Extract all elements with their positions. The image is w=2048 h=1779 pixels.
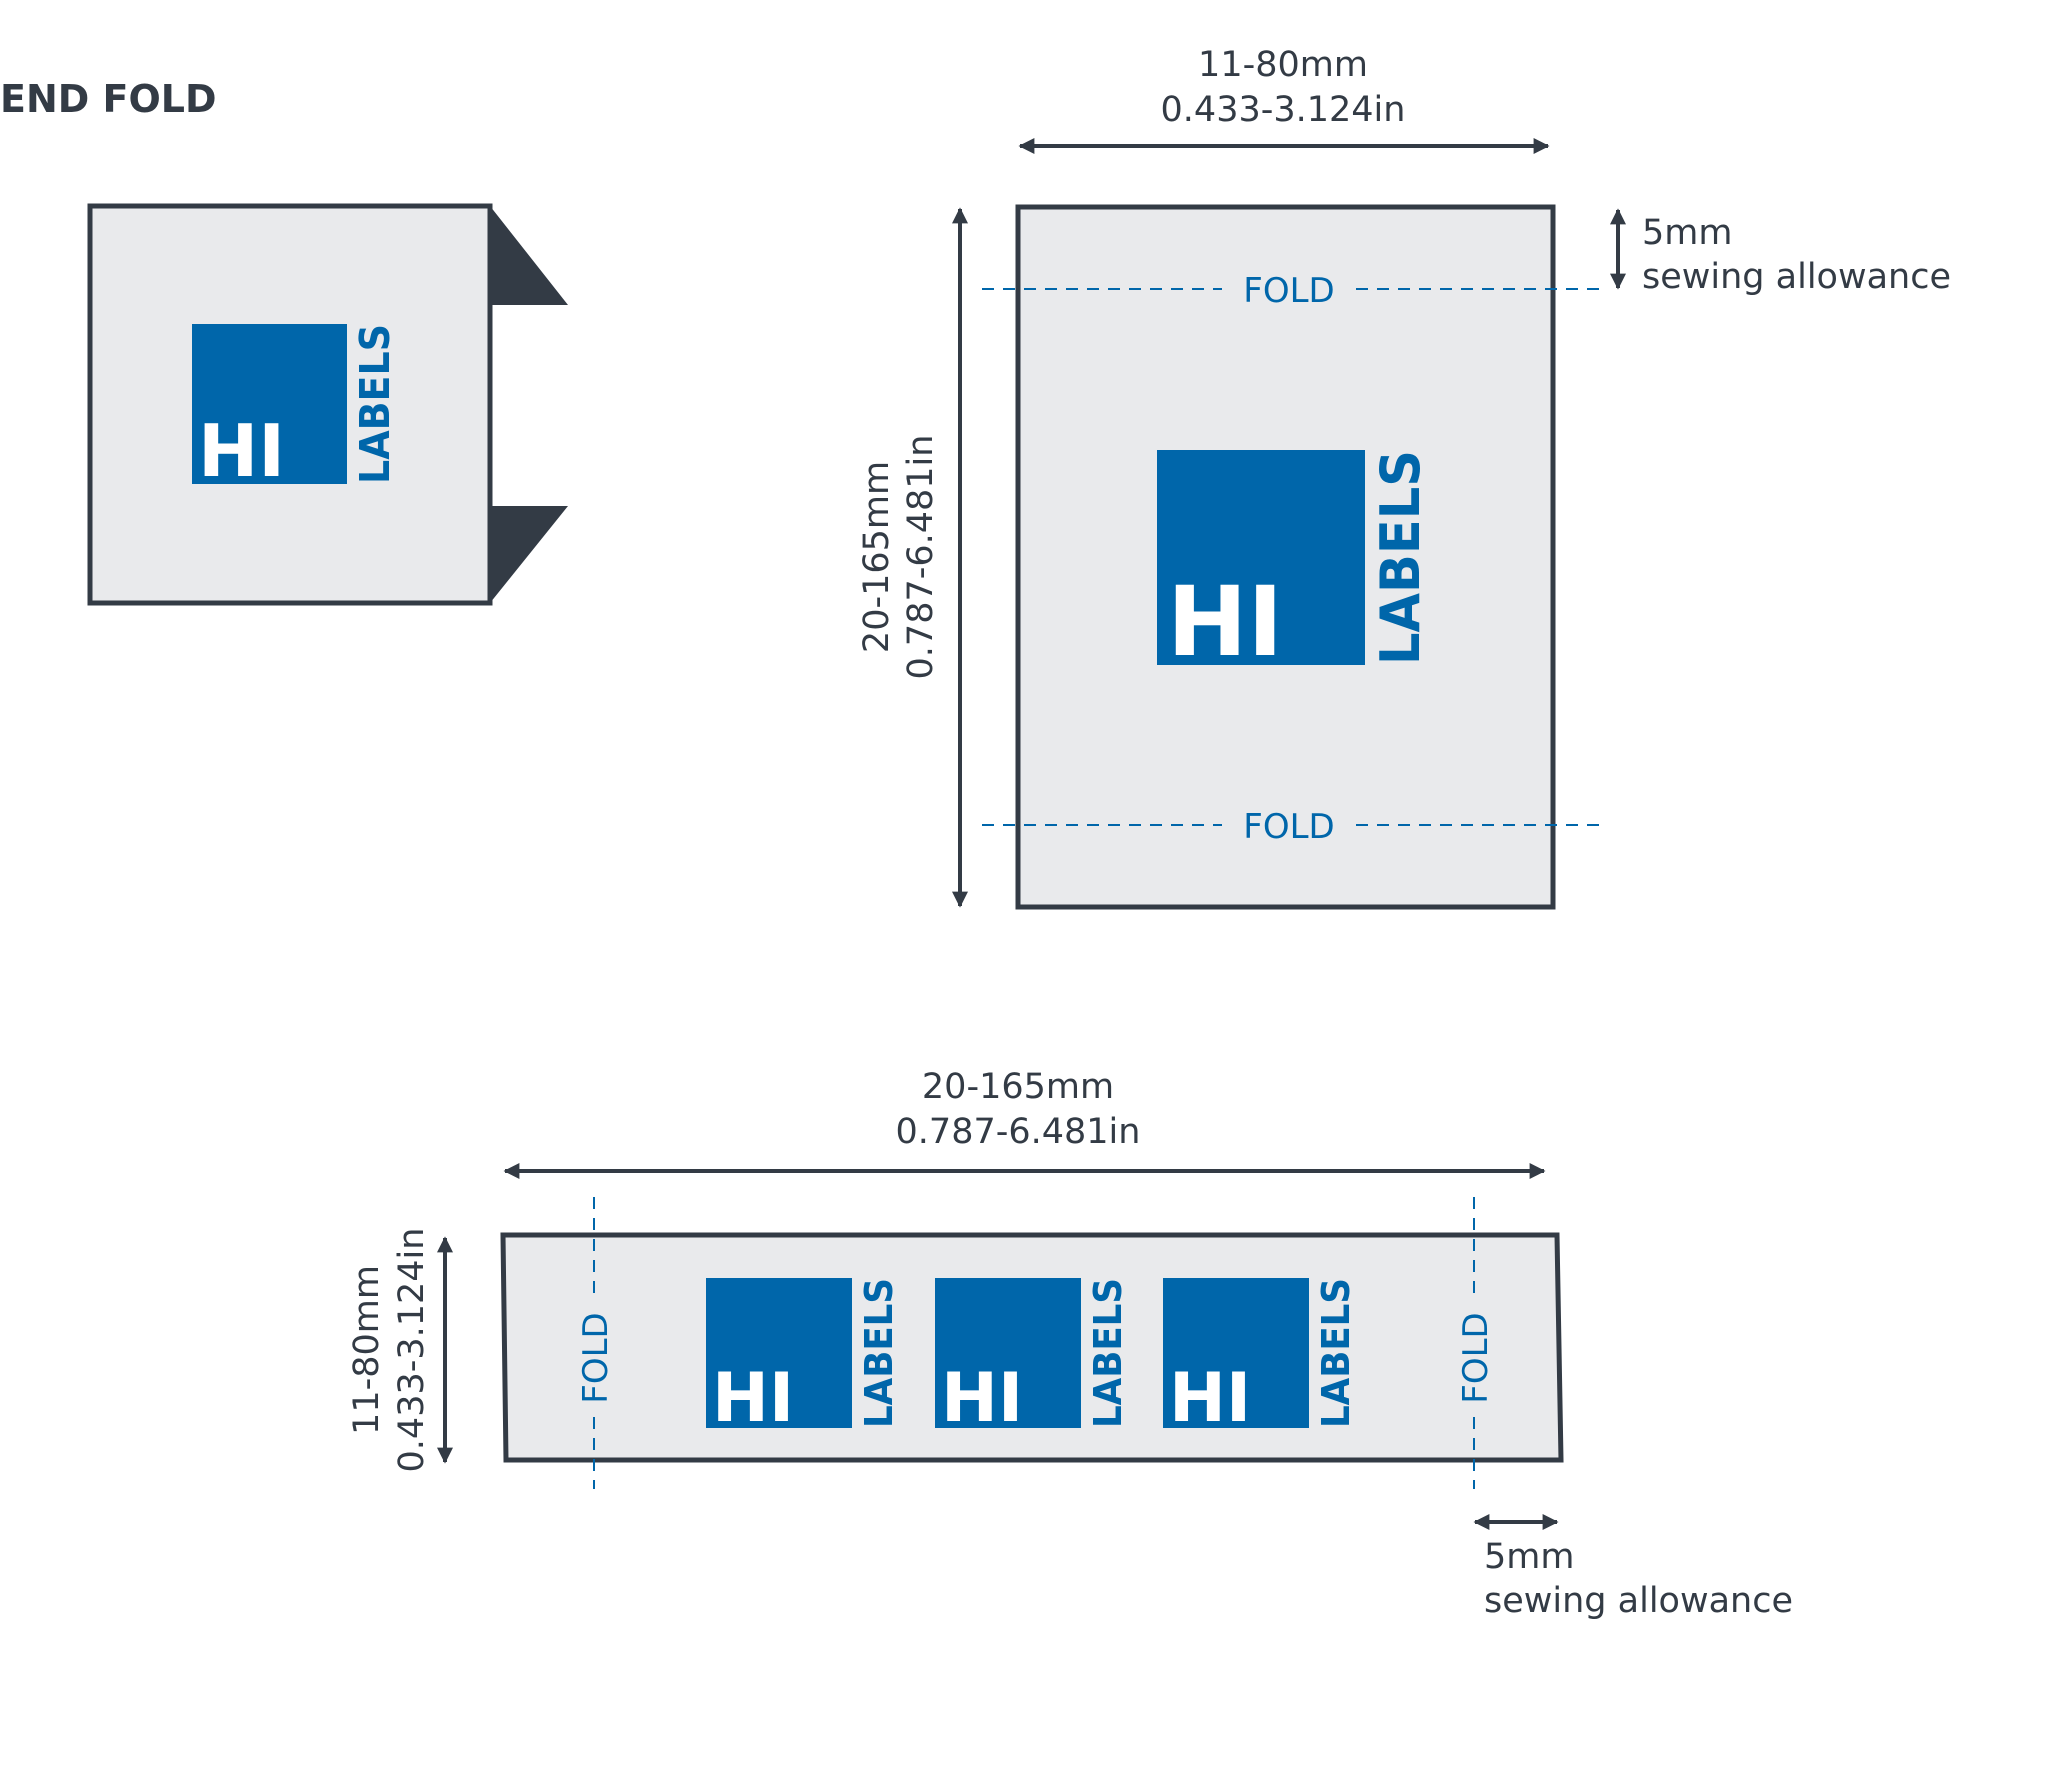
front-allowance-mm: 5mm: [1642, 213, 1732, 253]
flat-logo-2: HI LABELS: [935, 1278, 1130, 1438]
front-label-view: 11-80mm 0.433-3.124in FOLD FOLD 5mm sewi…: [857, 45, 1951, 910]
folded-logo: HI LABELS: [192, 324, 399, 493]
folded-back-flap: [490, 206, 568, 603]
logo-hi-text: HI: [712, 1359, 794, 1438]
logo-square: [706, 1278, 852, 1428]
front-fold-label-top: FOLD: [1243, 271, 1334, 311]
front-allowance-text: sewing allowance: [1642, 257, 1951, 297]
front-logo: HI LABELS: [1157, 450, 1432, 678]
logo-labels-text: LABELS: [857, 1278, 901, 1428]
diagram-title: END FOLD: [0, 77, 217, 121]
logo-labels-text: LABELS: [1369, 450, 1432, 665]
flat-label-view: 20-165mm 0.787-6.481in FOLD FOLD HI LABE…: [347, 1067, 1793, 1621]
front-length-in: 0.787-6.481in: [901, 435, 941, 680]
logo-square: [935, 1278, 1081, 1428]
logo-square: [192, 324, 347, 484]
flat-fold-label-left: FOLD: [576, 1312, 616, 1403]
flat-length-mm: 20-165mm: [922, 1067, 1114, 1107]
flat-length-in: 0.787-6.481in: [896, 1112, 1141, 1152]
flat-width-mm: 11-80mm: [347, 1265, 387, 1435]
flat-fold-label-right: FOLD: [1456, 1312, 1496, 1403]
folded-label-view: HI LABELS: [87, 203, 568, 606]
front-length-mm: 20-165mm: [857, 461, 897, 653]
flat-allowance-mm: 5mm: [1484, 1537, 1574, 1577]
logo-hi-text: HI: [941, 1359, 1023, 1438]
flat-logo-3: HI LABELS: [1163, 1278, 1358, 1438]
logo-labels-text: LABELS: [1086, 1278, 1130, 1428]
logo-hi-text: HI: [1167, 566, 1283, 678]
logo-labels-text: LABELS: [351, 324, 399, 484]
front-width-in: 0.433-3.124in: [1161, 90, 1406, 130]
logo-labels-text: LABELS: [1314, 1278, 1358, 1428]
flat-allowance-text: sewing allowance: [1484, 1581, 1793, 1621]
logo-hi-text: HI: [1169, 1359, 1251, 1438]
logo-square: [1157, 450, 1365, 665]
front-fold-label-bottom: FOLD: [1243, 807, 1334, 847]
flat-width-in: 0.433-3.124in: [392, 1228, 432, 1473]
logo-square: [1163, 1278, 1309, 1428]
front-width-mm: 11-80mm: [1198, 45, 1368, 85]
logo-hi-text: HI: [198, 409, 285, 493]
flat-logo-1: HI LABELS: [706, 1278, 901, 1438]
